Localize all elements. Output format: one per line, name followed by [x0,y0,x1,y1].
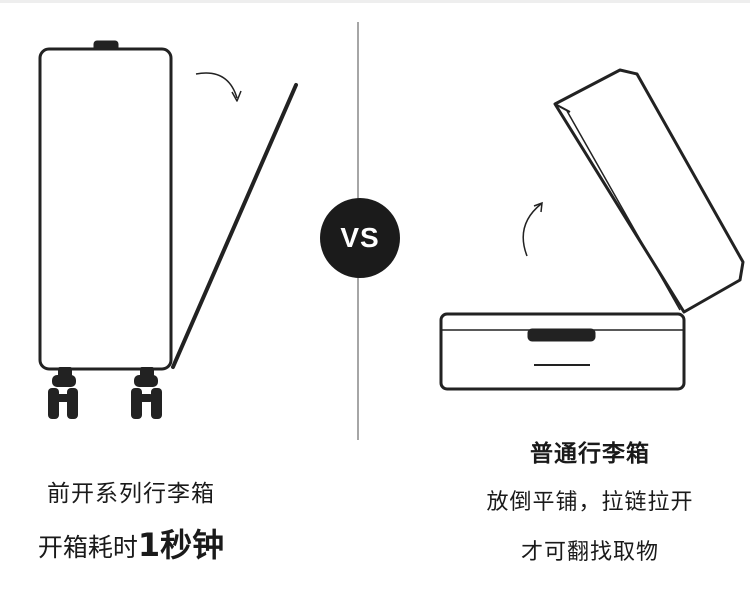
suitcase-handle-pocket [529,330,594,340]
regular-suitcase-desc-1: 放倒平铺，拉链拉开 [440,484,740,516]
open-time-value: 1秒钟 [138,526,224,564]
rotate-arrow-icon [196,73,237,98]
open-flat-suitcase-illustration [441,70,743,389]
suitcase-lid [555,70,743,312]
front-open-suitcase-illustration [40,42,296,369]
suitcase-wheels [48,367,162,419]
suitcase-body [40,49,171,369]
suitcase-base [441,314,684,389]
vs-label: VS [320,206,400,270]
suitcase-front-panel [173,85,296,367]
regular-suitcase-desc-2: 才可翻找取物 [440,534,740,566]
front-open-suitcase-name: 前开系列行李箱 [0,474,262,508]
rotate-arrow-icon [523,203,542,256]
open-time-caption: 开箱耗时1秒钟 [0,520,262,566]
regular-suitcase-name: 普通行李箱 [440,434,740,468]
open-time-prefix: 开箱耗时 [38,533,138,562]
